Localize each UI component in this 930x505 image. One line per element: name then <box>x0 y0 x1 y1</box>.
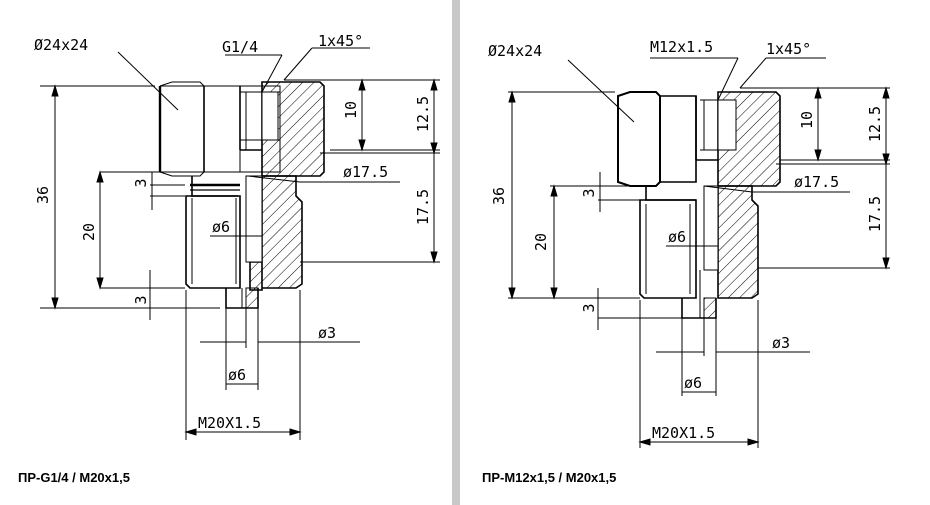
technical-drawing-right: Ø24x24 M12x1.5 1x45° 36 20 3 3 10 12.5 1… <box>488 38 890 448</box>
drawing-panel-left: Ø24x24 G1/4 1x45° 36 20 3 3 10 12.5 17.5… <box>0 0 452 505</box>
dia-6-inner-label: ø6 <box>668 228 686 246</box>
dim-36: 36 <box>34 186 52 204</box>
dim-10: 10 <box>342 101 360 119</box>
bottom-thread-label: M20X1.5 <box>198 414 261 432</box>
drawing-panel-right: Ø24x24 M12x1.5 1x45° 36 20 3 3 10 12.5 1… <box>460 0 930 505</box>
dia-6-tip-label: ø6 <box>228 366 246 384</box>
dia-6-inner-label: ø6 <box>212 218 230 236</box>
dim-17-5: 17.5 <box>414 189 432 225</box>
dim-20: 20 <box>80 223 98 241</box>
dia-17-5-label: ø17.5 <box>794 173 839 191</box>
panel-divider <box>452 0 460 505</box>
bottom-thread-label: M20X1.5 <box>652 424 715 442</box>
dim-10: 10 <box>798 111 816 129</box>
dim-20: 20 <box>532 233 550 251</box>
dia-3-label: ø3 <box>318 324 336 342</box>
top-thread-label: G1/4 <box>222 38 258 56</box>
dim-3-upper: 3 <box>132 178 150 187</box>
top-thread-label: M12x1.5 <box>650 38 713 56</box>
dim-12-5: 12.5 <box>414 96 432 132</box>
dim-3-upper: 3 <box>580 188 598 197</box>
chamfer-label: 1x45° <box>766 40 811 58</box>
drawing-caption: ПР-G1/4 / M20x1,5 <box>18 470 130 485</box>
dim-36: 36 <box>490 187 508 205</box>
dia-6-tip-label: ø6 <box>684 374 702 392</box>
dim-3-lower: 3 <box>580 303 598 312</box>
technical-drawing-left: Ø24x24 G1/4 1x45° 36 20 3 3 10 12.5 17.5… <box>34 32 440 440</box>
dim-17-5: 17.5 <box>866 196 884 232</box>
hex-size-label: Ø24x24 <box>34 36 88 54</box>
dim-12-5: 12.5 <box>866 106 884 142</box>
hex-size-label: Ø24x24 <box>488 42 542 60</box>
dia-3-label: ø3 <box>772 334 790 352</box>
drawing-caption: ПР-M12x1,5 / M20x1,5 <box>482 470 617 485</box>
dia-17-5-label: ø17.5 <box>343 163 388 181</box>
dim-3-lower: 3 <box>132 295 150 304</box>
chamfer-label: 1x45° <box>318 32 363 50</box>
